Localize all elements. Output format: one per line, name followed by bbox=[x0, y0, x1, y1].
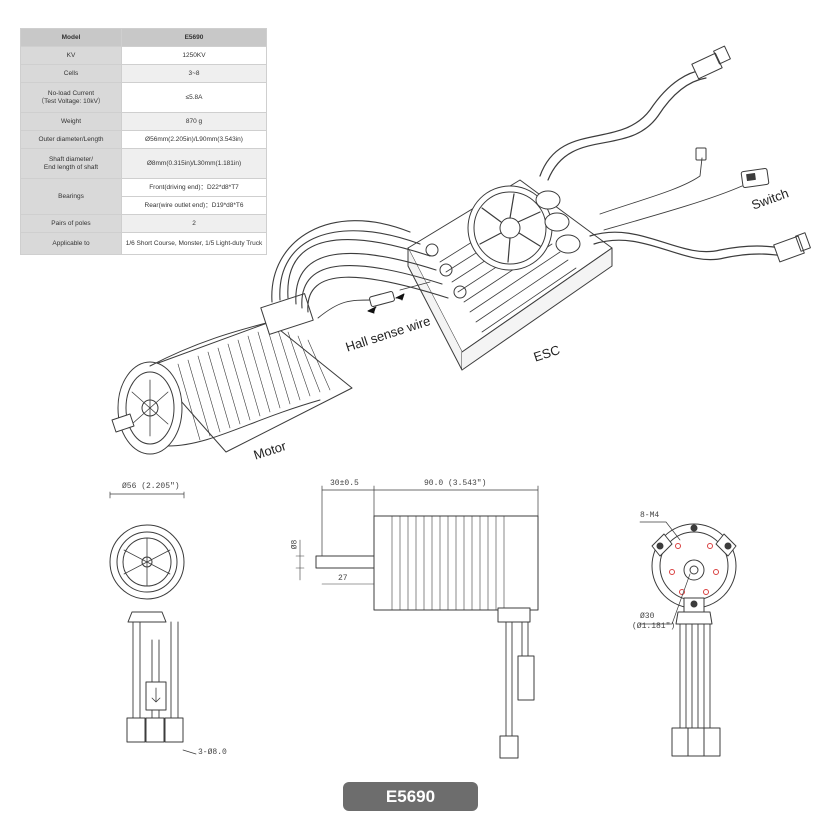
spec-row-model: Model E5690 bbox=[20, 28, 267, 47]
dim-outer-diameter: Ø56 (2.205") bbox=[122, 482, 180, 491]
spec-value-shaft: Ø8mm(0.315in)/L30mm(1.181in) bbox=[121, 148, 267, 179]
hall-arrow-right-icon bbox=[395, 293, 405, 301]
spec-table: Model E5690 KV 1250KV Cells 3~8 No-load … bbox=[20, 28, 267, 255]
motor-3d bbox=[111, 293, 353, 455]
rear-view bbox=[639, 521, 737, 757]
hall-arrow-left-icon bbox=[367, 306, 377, 314]
spec-value-bearings-front: Front(driving end)：D22*d8*T7 bbox=[121, 178, 267, 197]
battery-connector-top bbox=[691, 45, 731, 80]
dim-mount-holes: 8-M4 bbox=[640, 511, 660, 520]
spec-row-outer: Outer diameter/Length Ø56mm(2.205in)/L90… bbox=[20, 130, 267, 149]
spec-value-weight: 870 g bbox=[121, 112, 267, 131]
spec-row-bearings-2: Rear(wire outlet end)：D19*d8*T6 bbox=[21, 196, 267, 215]
spec-label-noload-line2: （Test Voltage: 10kV） bbox=[37, 97, 105, 105]
side-view bbox=[295, 485, 539, 759]
spec-value-model: E5690 bbox=[121, 28, 267, 47]
spec-label-bearings: Bearings bbox=[20, 178, 122, 215]
spec-value-noload: ≤5.8A bbox=[121, 82, 267, 113]
esc-battery-leads bbox=[539, 69, 785, 261]
model-badge: E5690 bbox=[343, 782, 478, 811]
dim-shaft-27: 27 bbox=[338, 574, 348, 583]
spec-label-applicable: Applicable to bbox=[20, 232, 122, 255]
spec-label-model: Model bbox=[20, 28, 122, 47]
spec-row-applicable: Applicable to 1/6 Short Course, Monster,… bbox=[20, 232, 267, 255]
spec-value-cells: 3~8 bbox=[121, 64, 267, 83]
spec-row-poles: Pairs of poles 2 bbox=[20, 214, 267, 233]
spec-label-shaft-line2: End length of shaft bbox=[43, 163, 99, 171]
spec-row-bearings-1: Bearings Front(driving end)：D22*d8*T7 bbox=[20, 178, 267, 215]
switch-unit bbox=[740, 168, 770, 188]
spec-row-cells: Cells 3~8 bbox=[20, 64, 267, 83]
spec-value-bearings-rear: Rear(wire outlet end)：D19*d8*T6 bbox=[121, 196, 267, 215]
spec-row-shaft: Shaft diameter/ End length of shaft Ø8mm… bbox=[20, 148, 267, 179]
spec-value-applicable: 1/6 Short Course, Monster, 1/5 Light-dut… bbox=[121, 232, 267, 255]
hall-connector bbox=[369, 291, 395, 307]
mount-holes bbox=[669, 543, 719, 595]
dim-bolt-circle-mm: Ø30 bbox=[640, 612, 655, 621]
spec-row-weight: Weight 870 g bbox=[20, 112, 267, 131]
spec-label-shaft-line1: Shaft diameter/ bbox=[48, 155, 94, 163]
esc-capacitors bbox=[535, 190, 581, 254]
side-shaft bbox=[315, 555, 375, 569]
motor-shaft bbox=[111, 413, 135, 433]
spec-label-outer: Outer diameter/Length bbox=[20, 130, 122, 149]
spec-label-shaft: Shaft diameter/ End length of shaft bbox=[20, 148, 122, 179]
receiver-plug bbox=[695, 147, 707, 161]
spec-label-weight: Weight bbox=[20, 112, 122, 131]
rear-mount-tabs bbox=[651, 524, 737, 613]
spec-label-noload-line1: No-load Current bbox=[47, 89, 95, 97]
dim-shaft-length: 30±0.5 bbox=[330, 479, 359, 488]
dim-bolt-circle-in: (Ø1.181") bbox=[632, 622, 676, 631]
front-view bbox=[109, 491, 197, 755]
spec-row-noload: No-load Current （Test Voltage: 10kV） ≤5.… bbox=[20, 82, 267, 113]
motor-leads bbox=[271, 220, 449, 313]
dim-shaft-diameter: Ø8 bbox=[290, 539, 300, 550]
esc-unit bbox=[407, 179, 613, 371]
dim-connector: 3-Ø8.0 bbox=[198, 748, 227, 757]
spec-label-cells: Cells bbox=[20, 64, 122, 83]
battery-connector-right bbox=[773, 232, 811, 263]
spec-label-poles: Pairs of poles bbox=[20, 214, 122, 233]
spec-label-noload: No-load Current （Test Voltage: 10kV） bbox=[20, 82, 122, 113]
dim-body-length: 90.0 (3.543") bbox=[424, 479, 487, 488]
